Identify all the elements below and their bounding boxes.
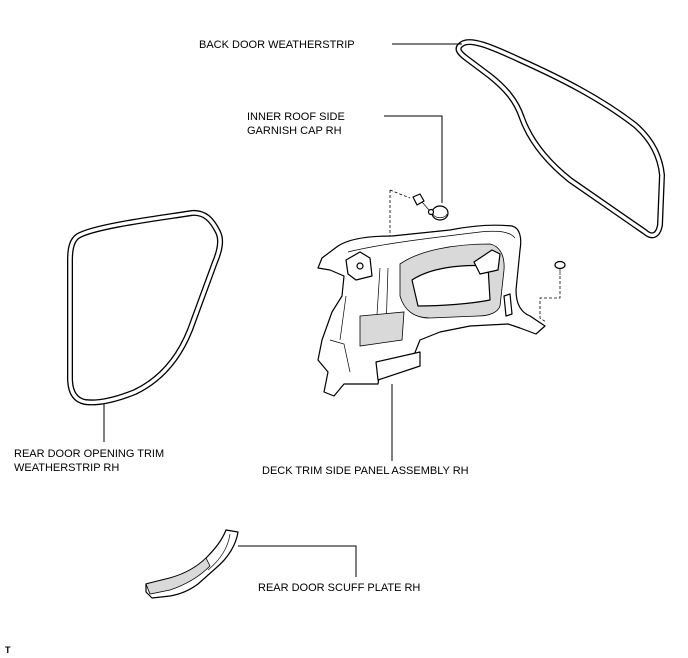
rear-door-scuff-leader xyxy=(238,545,357,577)
clip-fastener-part xyxy=(412,193,435,216)
inner-roof-cap-label-line2: GARNISH CAP RH xyxy=(247,125,342,137)
back-door-weatherstrip-part xyxy=(455,38,665,239)
garnish-cap-part xyxy=(431,205,449,221)
rear-door-trim-label-line1: REAR DOOR OPENING TRIM xyxy=(14,448,164,460)
back-door-weatherstrip-label: BACK DOOR WEATHERSTRIP xyxy=(199,39,355,51)
side-panel-clip-part xyxy=(554,260,566,275)
rear-door-trim-label-line2: WEATHERSTRIP RH xyxy=(14,462,119,474)
rear-door-scuff-label: REAR DOOR SCUFF PLATE RH xyxy=(258,582,420,594)
rear-door-scuff-plate-part xyxy=(145,529,239,599)
rear-door-opening-trim-part xyxy=(67,209,224,406)
side-panel-clip-guide xyxy=(539,276,561,323)
deck-trim-side-panel-part xyxy=(317,224,546,397)
inner-roof-cap-leader xyxy=(384,115,443,203)
deck-trim-label: DECK TRIM SIDE PANEL ASSEMBLY RH xyxy=(262,465,469,477)
cap-guide-line xyxy=(389,189,411,199)
corner-mark: T xyxy=(5,645,11,655)
inner-roof-cap-label-line1: INNER ROOF SIDE xyxy=(247,111,345,123)
